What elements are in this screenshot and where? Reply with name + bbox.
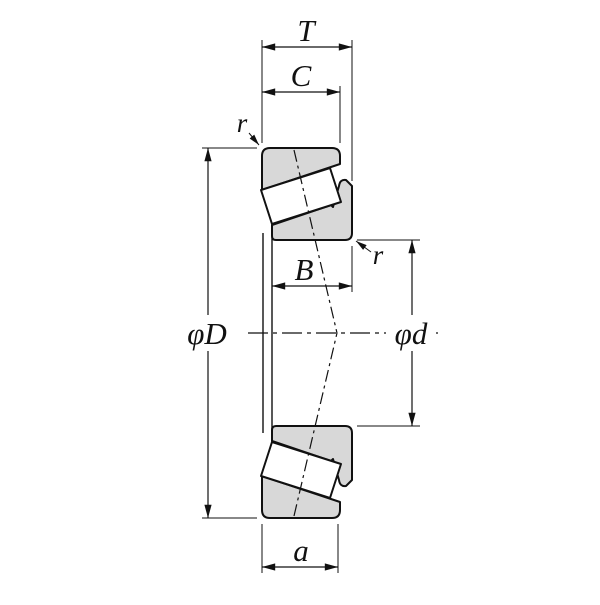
label-chamfer-right-r: r <box>373 240 384 270</box>
label-cone-width-B: B <box>295 252 314 287</box>
label-total-width-T: T <box>297 13 317 48</box>
label-cup-width-C: C <box>291 58 312 93</box>
label-load-center-a: a <box>293 533 309 568</box>
leader-chamfer-top-left <box>248 132 260 146</box>
leader-chamfer-right <box>355 240 372 253</box>
label-mask-bore-diameter <box>386 315 436 351</box>
label-chamfer-top-left-r: r <box>237 108 248 138</box>
load-center-line <box>293 149 338 334</box>
inner-ring-cone <box>271 178 353 241</box>
outer-ring-cup <box>261 147 341 191</box>
label-outer-diameter-phiD: φD <box>187 316 227 351</box>
label-mask-outer-diameter <box>181 315 233 351</box>
bearing-section-top <box>260 147 353 334</box>
label-bore-diameter-phid: φd <box>395 316 428 351</box>
tapered-roller <box>260 167 342 225</box>
